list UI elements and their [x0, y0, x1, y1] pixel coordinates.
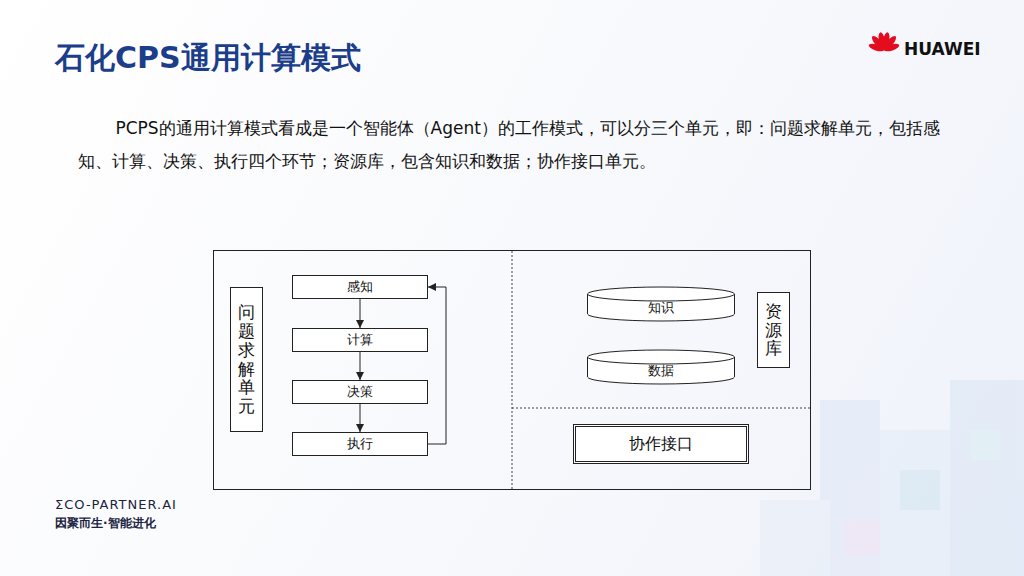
unit-title-box: 资源库	[757, 292, 790, 368]
process-box: 计算	[292, 328, 428, 352]
huawei-logo-petals	[868, 32, 900, 53]
node-label: 协作接口	[629, 434, 693, 455]
flow-arrow	[360, 404, 361, 432]
database-cylinder: 数据	[587, 350, 735, 384]
page-title: 石化CPS通用计算模式	[55, 38, 361, 79]
node-label: 感知	[347, 278, 373, 296]
process-box: 执行	[292, 432, 428, 456]
flow-arrow	[360, 352, 361, 380]
partner-logo-text: ΣCO-PARTNER.AI	[55, 497, 177, 512]
database-cylinder: 知识	[587, 287, 735, 321]
unit-title-box: 问题求解单元	[230, 287, 263, 432]
node-label: 数据	[648, 362, 674, 380]
partner-slogan: 因聚而生·智能进化	[55, 515, 156, 532]
node-label: 知识	[648, 299, 674, 317]
flow-arrow	[360, 299, 361, 328]
process-box: 感知	[292, 275, 428, 299]
vertical-label: 资源库	[765, 302, 782, 358]
brand-logo-text: HUAWEI	[904, 39, 981, 59]
flow-arrow	[428, 287, 446, 444]
node-label: 决策	[347, 383, 373, 401]
vertical-label: 问题求解单元	[238, 303, 255, 415]
process-box: 决策	[292, 380, 428, 404]
node-label: 计算	[347, 331, 373, 349]
interface-box: 协作接口	[573, 424, 749, 464]
intro-paragraph: PCPS的通用计算模式看成是一个智能体（Agent）的工作模式，可以分三个单元，…	[78, 112, 948, 178]
node-label: 执行	[347, 435, 373, 453]
